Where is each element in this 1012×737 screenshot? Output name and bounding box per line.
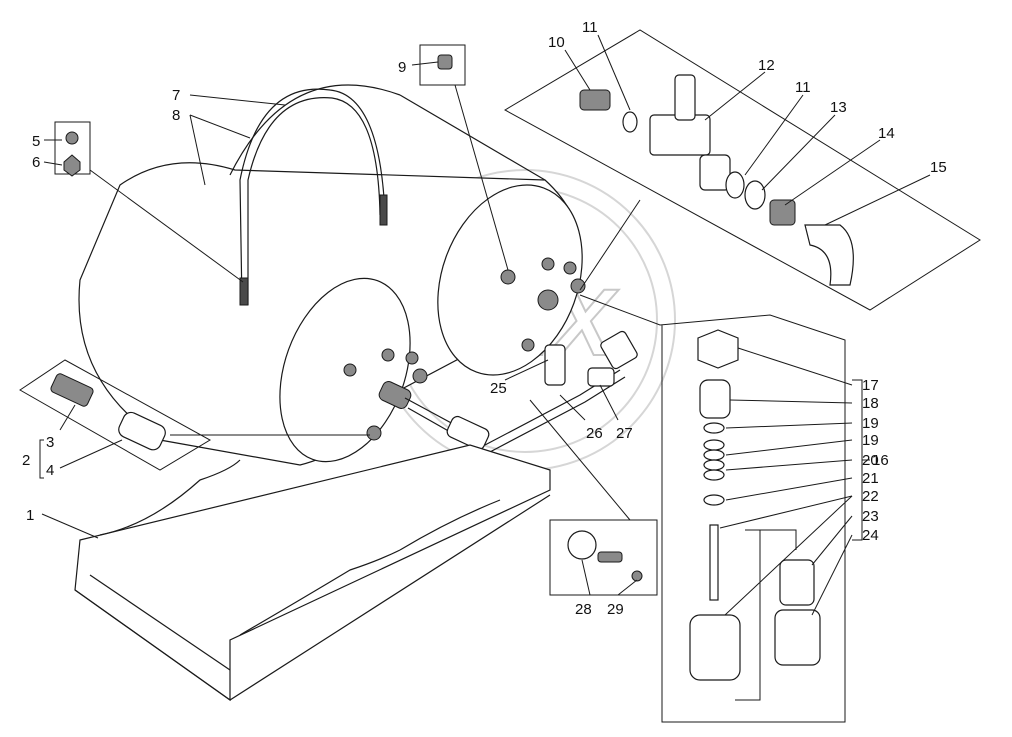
inset-gauge — [529, 399, 658, 596]
callout-23: 23 — [862, 508, 879, 525]
callout-4: 4 — [46, 462, 54, 479]
tank-frame — [74, 444, 551, 702]
callout-13: 13 — [830, 99, 847, 116]
callout-16: 16 — [872, 452, 889, 469]
callout-18: 18 — [862, 395, 879, 412]
callout-12: 12 — [758, 57, 775, 74]
callout-labels: 1 2 3 4 5 6 7 8 9 10 11 11 12 13 14 15 1… — [22, 19, 947, 618]
callout-3: 3 — [46, 434, 54, 451]
callout-29: 29 — [607, 601, 624, 618]
tank-fittings — [343, 257, 586, 441]
callout-24: 24 — [862, 527, 879, 544]
inset-nut-washer — [54, 121, 244, 283]
callout-19b: 20 — [862, 452, 879, 469]
inset-valve-parts — [503, 29, 981, 311]
inset-fitting-kit — [579, 294, 846, 723]
callout-9: 9 — [398, 59, 406, 76]
callout-26: 26 — [586, 425, 603, 442]
callout-5: 5 — [32, 133, 40, 150]
callout-22: 22 — [862, 488, 879, 505]
callout-19a: 19 — [862, 415, 879, 432]
callout-8: 8 — [172, 107, 180, 124]
callout-28: 28 — [575, 601, 592, 618]
callout-6: 6 — [32, 154, 40, 171]
tank-straps — [239, 88, 388, 306]
inset-plug — [419, 44, 509, 271]
callout-2: 2 — [22, 452, 30, 469]
callout-11b: 11 — [795, 79, 811, 96]
callout-14: 14 — [878, 125, 895, 142]
callout-10: 10 — [548, 34, 565, 51]
callout-17: 17 — [862, 377, 879, 394]
callout-1: 1 — [26, 507, 34, 524]
callout-27: 27 — [616, 425, 633, 442]
callout-15: 15 — [930, 159, 947, 176]
callout-25: 25 — [490, 380, 507, 397]
callout-7: 7 — [172, 87, 180, 104]
callout-21: 21 — [862, 470, 879, 487]
callout-20: 19 — [862, 432, 879, 449]
inset-coupling — [19, 359, 370, 471]
air-tank — [78, 84, 583, 466]
pipe-assembly — [404, 330, 638, 454]
callout-11a: 11 — [582, 19, 598, 36]
leader-lines — [39, 34, 931, 616]
